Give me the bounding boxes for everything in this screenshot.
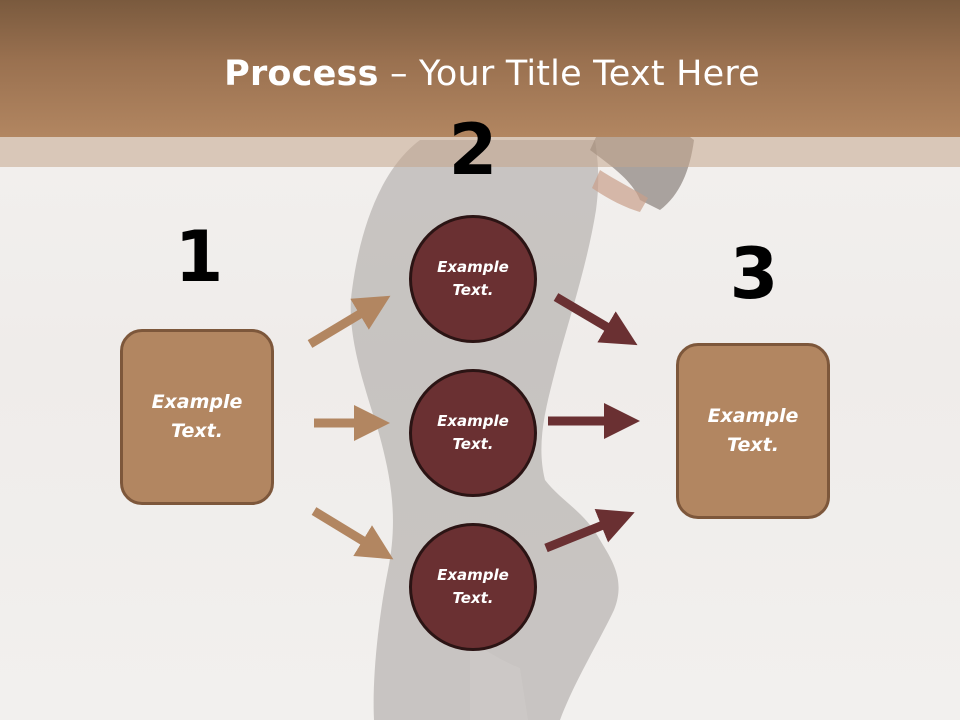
- step-3-text: Example Text.: [707, 405, 799, 456]
- step-2-circle-3: Example Text.: [409, 523, 537, 651]
- arrow-step1-to-circle3: [311, 507, 394, 560]
- step-1-text: Example Text.: [151, 391, 243, 442]
- arrow-circle3-to-step3: [544, 509, 635, 553]
- step-2-circle-1-text: Example Text.: [437, 258, 509, 299]
- arrow-step1-to-circle1: [307, 295, 391, 348]
- step-number-3: 3: [729, 233, 779, 315]
- step-2-circle-2-text: Example Text.: [437, 412, 509, 453]
- title-banner: [0, 0, 960, 137]
- step-2-circle-2: Example Text.: [409, 369, 537, 497]
- step-number-2: 2: [448, 109, 498, 191]
- arrow-circle1-to-step3: [553, 293, 638, 346]
- slide-title-rest: – Your Title Text Here: [378, 54, 760, 94]
- step-2-circle-3-text: Example Text.: [437, 566, 509, 607]
- slide-title-bold: Process: [224, 54, 379, 94]
- step-3-box: Example Text.: [676, 343, 830, 519]
- step-2-circle-1: Example Text.: [409, 215, 537, 343]
- step-number-1: 1: [174, 216, 224, 298]
- title-banner-strip: [0, 137, 960, 167]
- step-1-box: Example Text.: [120, 329, 274, 505]
- slide-title: Process – Your Title Text Here: [0, 50, 960, 98]
